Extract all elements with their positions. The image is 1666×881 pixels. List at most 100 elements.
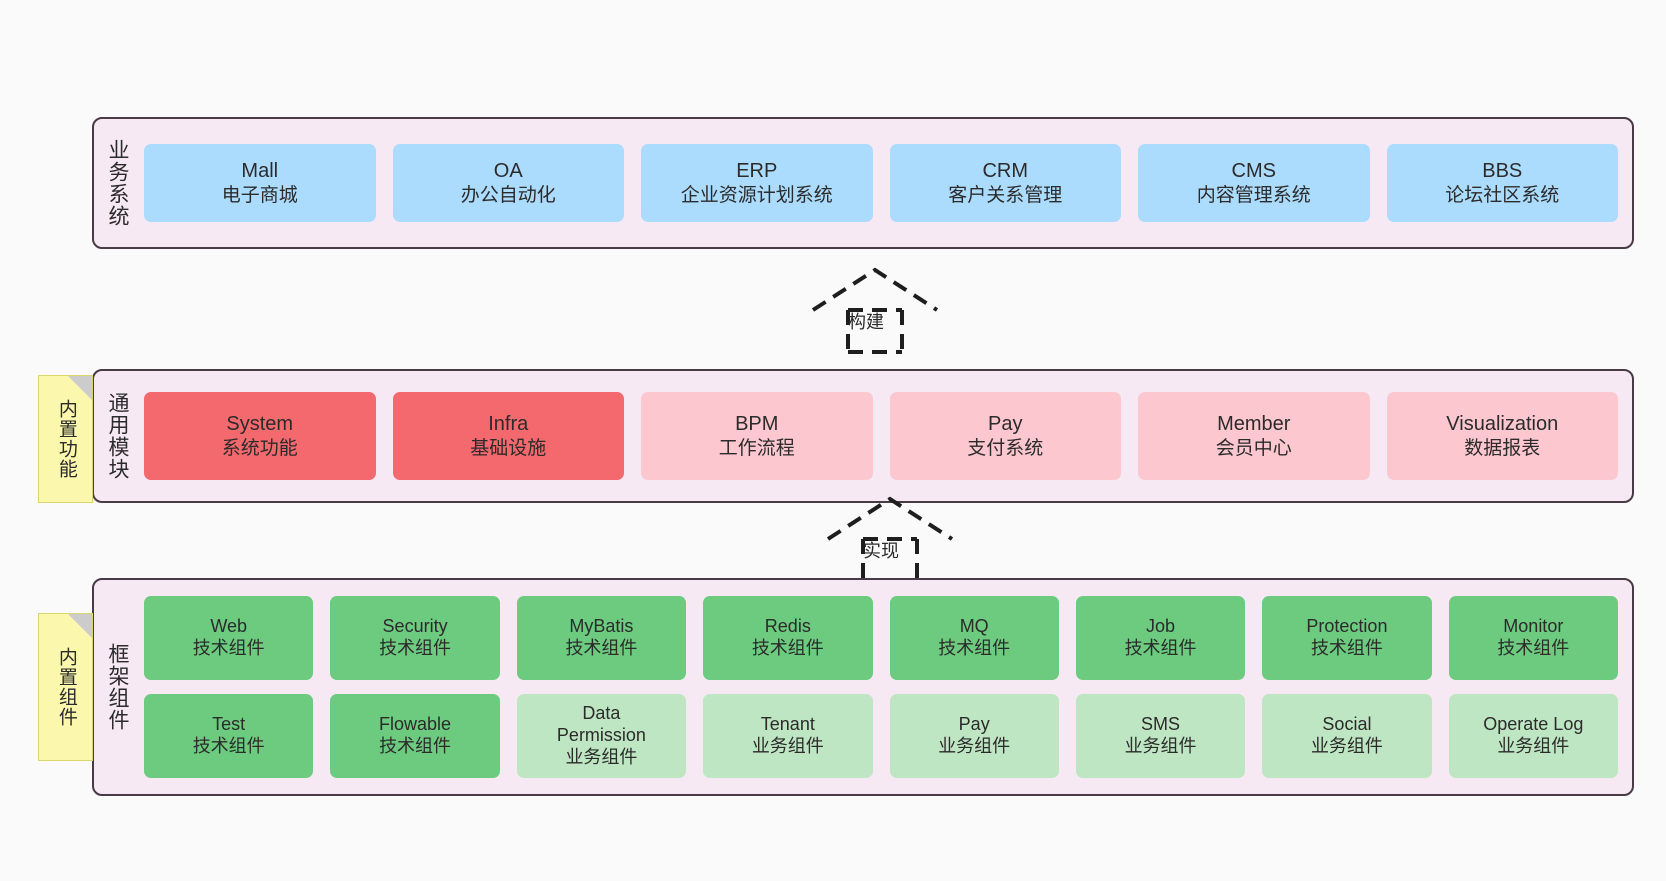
note-builtin-features-label: 内置功能 <box>55 399 77 479</box>
module-bbs-name: BBS <box>1482 160 1523 183</box>
module-system-name: System <box>226 413 294 436</box>
module-infra-desc: 基础设施 <box>470 437 547 459</box>
module-bpm-desc: 工作流程 <box>718 437 795 459</box>
module-infra-name: Infra <box>488 413 529 436</box>
module-pay-desc: 支付系统 <box>967 437 1044 459</box>
component-redis[interactable]: Redis 技术组件 <box>703 596 873 680</box>
component-protection-desc: 技术组件 <box>1310 638 1383 658</box>
component-protection-name: Protection <box>1306 616 1388 637</box>
component-flowable[interactable]: Flowable 技术组件 <box>330 694 500 778</box>
module-crm[interactable]: CRM 客户关系管理 <box>889 144 1121 222</box>
module-bbs[interactable]: BBS 论坛社区系统 <box>1386 144 1618 222</box>
component-mq-name: MQ <box>959 616 989 637</box>
connector-build-label: 构建 <box>848 312 884 332</box>
module-cms[interactable]: CMS 内容管理系统 <box>1138 144 1370 222</box>
component-tenant[interactable]: Tenant 业务组件 <box>703 694 873 778</box>
component-security-name: Security <box>382 616 448 637</box>
framework-row-business: Test 技术组件 Flowable 技术组件 Data Permission … <box>144 694 1618 778</box>
component-job-name: Job <box>1146 616 1176 637</box>
component-social-desc: 业务组件 <box>1310 736 1383 756</box>
module-mall-name: Mall <box>241 160 279 183</box>
layer-business: 业务系统 Mall 电子商城 OA 办公自动化 ERP 企业资源计划系统 CRM… <box>92 117 1634 249</box>
component-mybatis-name: MyBatis <box>569 616 634 637</box>
component-social-name: Social <box>1322 714 1372 735</box>
layer-modules-title: 通用模块 <box>105 392 129 480</box>
component-test-desc: 技术组件 <box>192 736 265 756</box>
module-member-name: Member <box>1217 413 1291 436</box>
component-data-permission[interactable]: Data Permission 业务组件 <box>516 694 687 778</box>
component-operate-log-name: Operate Log <box>1483 714 1584 735</box>
component-monitor-name: Monitor <box>1503 616 1564 637</box>
module-visualization-desc: 数据报表 <box>1464 437 1541 459</box>
note-builtin-features: 内置功能 <box>38 375 93 503</box>
component-protection[interactable]: Protection 技术组件 <box>1262 596 1432 680</box>
module-system[interactable]: System 系统功能 <box>144 392 376 480</box>
layer-modules-body: System 系统功能 Infra 基础设施 BPM 工作流程 Pay 支付系统… <box>140 371 1632 501</box>
module-cms-name: CMS <box>1231 160 1276 183</box>
note-fold-icon <box>68 614 92 638</box>
component-pay-name: Pay <box>958 714 990 735</box>
module-bbs-desc: 论坛社区系统 <box>1445 184 1560 206</box>
module-oa-name: OA <box>493 160 523 183</box>
component-monitor[interactable]: Monitor 技术组件 <box>1448 596 1618 680</box>
module-member[interactable]: Member 会员中心 <box>1138 392 1370 480</box>
module-pay[interactable]: Pay 支付系统 <box>889 392 1121 480</box>
module-bpm-name: BPM <box>735 413 779 436</box>
component-security-desc: 技术组件 <box>379 638 452 658</box>
component-sms[interactable]: SMS 业务组件 <box>1075 694 1246 778</box>
module-crm-desc: 客户关系管理 <box>948 184 1063 206</box>
module-oa-desc: 办公自动化 <box>460 184 556 206</box>
component-redis-desc: 技术组件 <box>751 638 824 658</box>
layer-business-title: 业务系统 <box>105 139 129 227</box>
component-pay-desc: 业务组件 <box>938 736 1011 756</box>
module-oa[interactable]: OA 办公自动化 <box>392 144 624 222</box>
connector-implement: 实现 <box>815 493 965 583</box>
module-erp-name: ERP <box>736 160 778 183</box>
component-tenant-desc: 业务组件 <box>751 736 824 756</box>
module-infra[interactable]: Infra 基础设施 <box>392 392 624 480</box>
module-system-desc: 系统功能 <box>221 437 298 459</box>
connector-implement-glyph <box>826 496 954 583</box>
component-mybatis[interactable]: MyBatis 技术组件 <box>516 596 687 680</box>
module-crm-name: CRM <box>982 160 1029 183</box>
connector-build-glyph <box>811 267 939 354</box>
module-erp-desc: 企业资源计划系统 <box>680 184 833 206</box>
component-data-permission-desc: 业务组件 <box>565 746 638 767</box>
component-job[interactable]: Job 技术组件 <box>1075 596 1246 680</box>
connector-implement-label: 实现 <box>863 541 899 561</box>
component-pay[interactable]: Pay 业务组件 <box>889 694 1059 778</box>
module-bpm[interactable]: BPM 工作流程 <box>641 392 873 480</box>
note-builtin-components-label: 内置组件 <box>55 647 77 727</box>
component-redis-name: Redis <box>764 616 811 637</box>
note-fold-icon <box>68 376 92 400</box>
module-erp[interactable]: ERP 企业资源计划系统 <box>641 144 873 222</box>
module-member-desc: 会员中心 <box>1215 437 1292 459</box>
component-operate-log-desc: 业务组件 <box>1497 736 1570 756</box>
layer-framework-title: 框架组件 <box>105 643 129 731</box>
note-builtin-components: 内置组件 <box>38 613 93 761</box>
component-mybatis-desc: 技术组件 <box>565 638 638 658</box>
connector-build: 构建 <box>800 264 950 354</box>
component-monitor-desc: 技术组件 <box>1497 638 1570 658</box>
component-sms-desc: 业务组件 <box>1124 736 1197 756</box>
module-mall[interactable]: Mall 电子商城 <box>144 144 376 222</box>
component-flowable-name: Flowable <box>379 714 452 735</box>
component-mq-desc: 技术组件 <box>938 638 1011 658</box>
component-flowable-desc: 技术组件 <box>379 736 452 756</box>
component-job-desc: 技术组件 <box>1124 638 1197 658</box>
layer-framework: 框架组件 Web 技术组件 Security 技术组件 MyBatis 技术组件… <box>92 578 1634 796</box>
component-test[interactable]: Test 技术组件 <box>144 694 314 778</box>
layer-business-body: Mall 电子商城 OA 办公自动化 ERP 企业资源计划系统 CRM 客户关系… <box>140 119 1632 247</box>
component-security[interactable]: Security 技术组件 <box>330 596 500 680</box>
module-visualization-name: Visualization <box>1446 413 1559 436</box>
framework-row-tech: Web 技术组件 Security 技术组件 MyBatis 技术组件 Redi… <box>144 596 1618 680</box>
component-web[interactable]: Web 技术组件 <box>144 596 314 680</box>
component-mq[interactable]: MQ 技术组件 <box>889 596 1059 680</box>
module-pay-name: Pay <box>988 413 1023 436</box>
layer-modules: 通用模块 System 系统功能 Infra 基础设施 BPM 工作流程 Pay… <box>92 369 1634 503</box>
module-mall-desc: 电子商城 <box>221 184 298 206</box>
module-visualization[interactable]: Visualization 数据报表 <box>1386 392 1618 480</box>
component-social[interactable]: Social 业务组件 <box>1262 694 1432 778</box>
component-operate-log[interactable]: Operate Log 业务组件 <box>1448 694 1618 778</box>
